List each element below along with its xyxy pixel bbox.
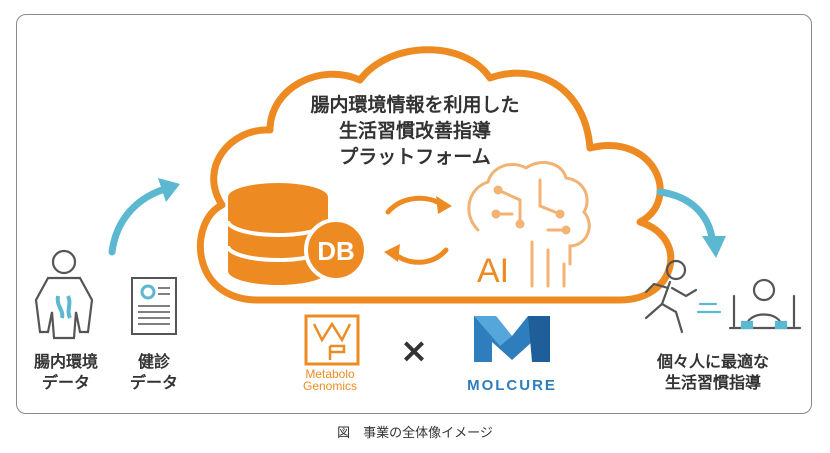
running-person-icon: [644, 259, 722, 334]
cloud-title-line-3: プラットフォーム: [339, 146, 491, 168]
metabolo-text: Metabolo: [305, 367, 355, 381]
eating-person-icon: [728, 278, 802, 330]
molcure-logo: [474, 316, 550, 362]
person-gut-icon: [34, 249, 94, 340]
guidance-label-line-2: 生活習慣指導: [664, 373, 761, 392]
diagram-frame: [16, 14, 812, 414]
genomics-text: Genomics: [303, 379, 357, 393]
checkup-data-label-line-2: データ: [129, 373, 178, 392]
database-icon: [226, 183, 368, 285]
output-arrow: [656, 188, 716, 242]
arrow-head-left: [384, 244, 400, 262]
checkup-document-icon: [131, 277, 177, 335]
gut-data-label-line-1: 腸内環境: [33, 352, 98, 371]
brain-ai-icon: [467, 161, 591, 288]
input-arrow-head: [158, 178, 180, 202]
arrow-head-right: [436, 196, 452, 214]
molcure-text: MOLCURE: [467, 377, 557, 394]
times-sign: ×: [400, 331, 429, 371]
guidance-label: 個々人に最適な 生活習慣指導: [628, 351, 798, 393]
figure-caption: 図 事業の全体像イメージ: [337, 426, 493, 441]
cloud-title-line-2: 生活習慣改善指導: [338, 120, 491, 142]
output-arrow-head: [702, 236, 726, 258]
cloud-title-line-1: 腸内環境情報を利用した: [310, 94, 520, 116]
ai-label: AI: [477, 252, 509, 290]
db-label: DB: [317, 236, 355, 266]
checkup-data-label: 健診 データ: [114, 351, 194, 393]
gut-data-label-line-2: データ: [41, 373, 90, 392]
metabolo-genomics-logo: [304, 314, 360, 366]
cloud-title: 腸内環境情報を利用した 生活習慣改善指導 プラットフォーム: [250, 92, 580, 170]
input-arrow: [108, 186, 166, 256]
checkup-data-label-line-1: 健診: [137, 352, 170, 371]
guidance-label-line-1: 個々人に最適な: [656, 352, 769, 371]
gut-data-label: 腸内環境 データ: [26, 351, 106, 393]
